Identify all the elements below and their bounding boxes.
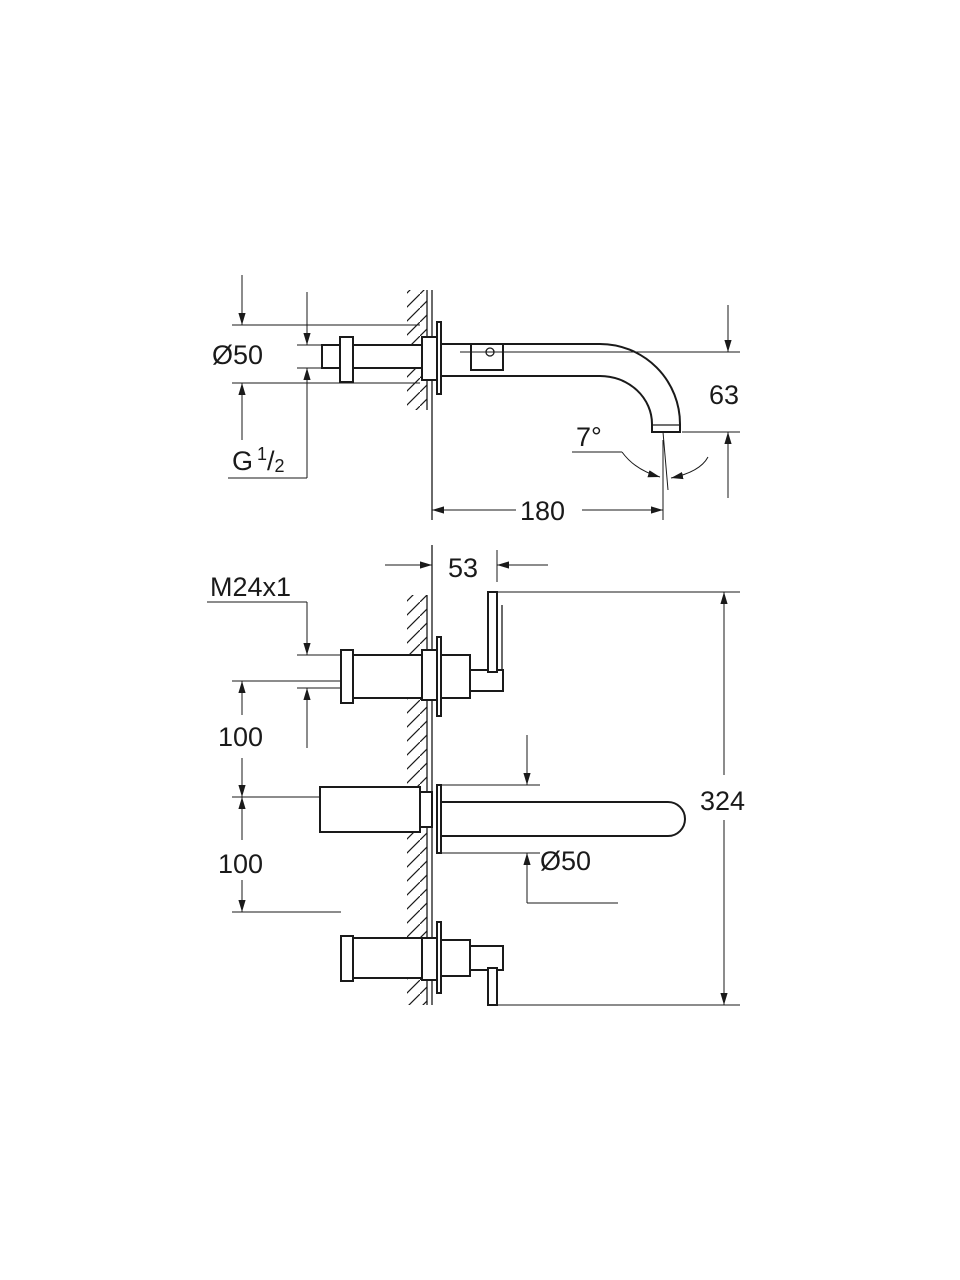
- height-dimension: 63: [460, 305, 740, 498]
- projection-label: 180: [520, 496, 565, 526]
- spout-diameter-label: Ø50: [540, 846, 591, 876]
- depth-label: 53: [448, 553, 478, 583]
- lower-valve: [340, 921, 504, 1006]
- spout: [440, 343, 681, 433]
- projection-dimension: 180: [432, 440, 664, 526]
- angle-label: 7°: [576, 422, 602, 452]
- spacing-upper-label: 100: [218, 722, 263, 752]
- thread-dimension: M24x1: [207, 572, 341, 748]
- upper-valve: [340, 591, 504, 717]
- wall-section: [407, 545, 433, 1005]
- height-label: 63: [709, 380, 739, 410]
- spacing-lower-label: 100: [218, 849, 263, 879]
- total-height-dimension: 324: [497, 591, 745, 1006]
- front-view: 53: [207, 545, 745, 1006]
- depth-dimension: 53: [385, 550, 548, 583]
- thread-label: M24x1: [210, 572, 291, 602]
- diameter-label: Ø50: [212, 340, 263, 370]
- spacing-dimensions: 100 100: [218, 680, 341, 913]
- spout-diameter-dimension: Ø50: [441, 735, 618, 904]
- diameter-dimension: Ø50: [212, 275, 420, 440]
- center-spout: [319, 784, 686, 854]
- total-height-label: 324: [700, 786, 745, 816]
- angle-dimension: 7°: [572, 422, 709, 491]
- valve-body: [321, 321, 442, 395]
